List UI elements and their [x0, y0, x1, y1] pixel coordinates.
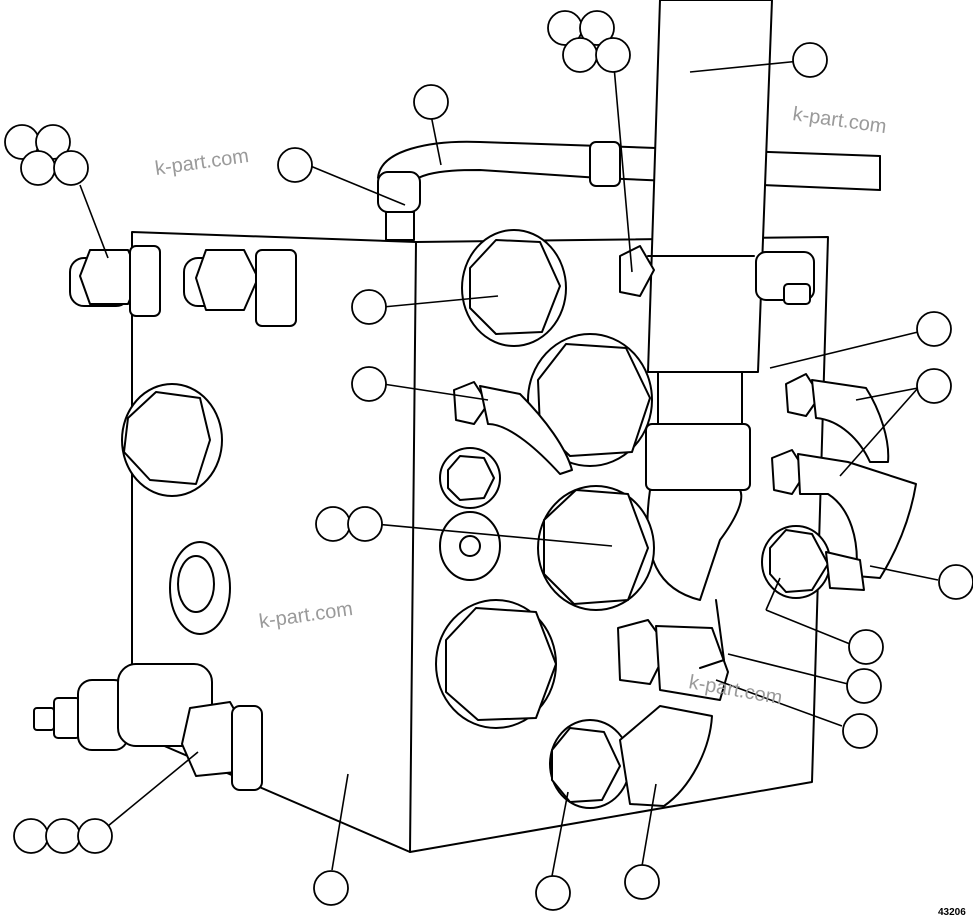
watermark-text: k-part.com — [791, 103, 888, 138]
watermark-text: k-part.com — [154, 145, 251, 180]
right-upper-elbow-fitting — [785, 373, 890, 463]
left-top-fitting-1 — [69, 245, 161, 317]
top-return-tube — [377, 140, 881, 241]
front-socket-plug — [439, 511, 501, 581]
callout-balloon — [347, 506, 383, 542]
front-top-hex-plug — [461, 229, 567, 347]
callout-balloon — [13, 818, 49, 854]
callout-balloon — [916, 368, 952, 404]
left-face-socket-plug — [169, 541, 231, 635]
callout-balloon — [77, 818, 113, 854]
callout-balloon — [916, 311, 952, 347]
vertical-main-pipe — [645, 0, 773, 601]
left-face-large-plug — [121, 383, 223, 497]
callout-balloon — [848, 629, 884, 665]
callout-balloon — [846, 668, 882, 704]
right-top-sensor — [755, 251, 815, 305]
callout-balloon — [595, 37, 631, 73]
front-left-angled-fitting — [453, 381, 573, 475]
callout-balloon — [315, 506, 351, 542]
callout-balloon — [413, 84, 449, 120]
top-small-hex-fitting — [619, 245, 655, 297]
left-lower-fitting-assembly — [33, 663, 263, 791]
front-small-plug — [439, 447, 501, 509]
callout-balloons — [4, 10, 973, 911]
left-top-fitting-2 — [183, 249, 297, 327]
callout-balloon — [938, 564, 973, 600]
right-mid-elbow-fitting — [771, 449, 917, 579]
callout-balloon — [45, 818, 81, 854]
figure-number: 43206 — [938, 907, 966, 918]
callout-balloon — [842, 713, 878, 749]
callout-balloon — [562, 37, 598, 73]
front-center-hex-fitting — [537, 485, 655, 611]
callout-balloon — [20, 150, 56, 186]
callout-balloon — [535, 875, 571, 911]
callout-balloon — [351, 289, 387, 325]
front-lower-large-plug — [435, 599, 557, 729]
callout-balloon — [579, 10, 615, 46]
right-lower-hex-fitting — [761, 525, 865, 599]
callout-balloon — [53, 150, 89, 186]
bottom-elbow-fitting — [549, 705, 713, 809]
callout-balloon — [351, 366, 387, 402]
callout-balloon — [624, 864, 660, 900]
callout-balloon — [792, 42, 828, 78]
leader-lines — [79, 54, 939, 877]
front-lower-right-fitting — [617, 599, 729, 701]
front-middle-large-plug — [527, 333, 653, 467]
callout-balloon — [277, 147, 313, 183]
callout-balloon — [313, 870, 349, 906]
